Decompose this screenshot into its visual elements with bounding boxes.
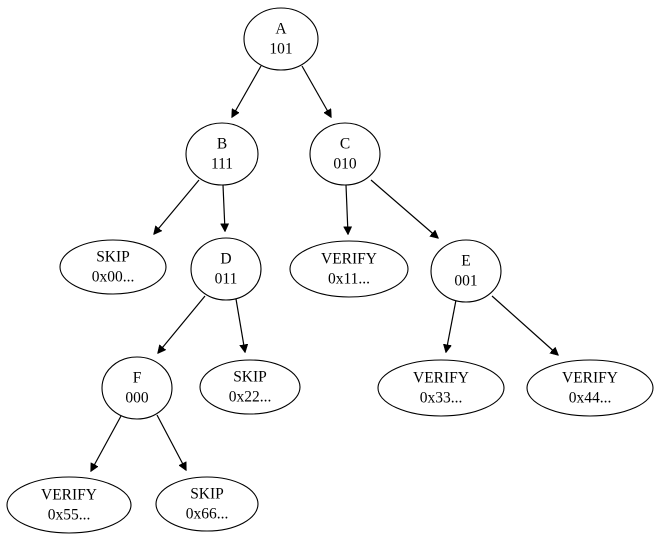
edge-a-to-c <box>301 65 331 117</box>
node-shape-ellipse <box>6 476 132 534</box>
node-label-primary: VERIFY <box>413 370 469 387</box>
edge-line <box>491 295 558 355</box>
node-label-primary: C <box>340 136 350 153</box>
node-label-primary: VERIFY <box>321 251 377 268</box>
edge-d-to-f <box>158 295 206 353</box>
edge-line <box>301 65 331 117</box>
node-label-primary: SKIP <box>233 369 267 386</box>
edge-d-to-skip22 <box>235 298 245 352</box>
node-shape-ellipse <box>59 239 167 295</box>
node-ver55[interactable]: VERIFY 0x55... <box>6 476 132 534</box>
edge-line <box>235 298 245 352</box>
node-shape-ellipse <box>289 240 409 298</box>
node-shape-circle <box>185 122 259 186</box>
node-shape-circle <box>309 122 381 186</box>
node-a[interactable]: A 101 <box>243 7 319 71</box>
node-label-primary: VERIFY <box>562 370 618 387</box>
node-shape-ellipse <box>377 359 505 417</box>
node-c[interactable]: C 010 <box>309 122 381 186</box>
edge-line <box>346 184 348 234</box>
edge-line <box>223 184 225 231</box>
edge-f-to-skip66 <box>156 414 186 470</box>
node-b[interactable]: B 111 <box>185 122 259 186</box>
node-f[interactable]: F 000 <box>101 356 173 420</box>
node-label-secondary: 0x11... <box>328 271 370 288</box>
node-label-secondary: 011 <box>215 271 238 288</box>
node-ver11[interactable]: VERIFY 0x11... <box>289 240 409 298</box>
node-label-secondary: 111 <box>211 156 233 173</box>
node-shape-circle <box>243 7 319 71</box>
node-skip66[interactable]: SKIP 0x66... <box>155 476 259 532</box>
edge-a-to-b <box>232 65 262 117</box>
node-skip22[interactable]: SKIP 0x22... <box>199 359 301 415</box>
edge-e-to-ver33 <box>446 299 457 352</box>
node-label-primary: F <box>133 370 142 387</box>
node-label-secondary: 000 <box>125 390 149 407</box>
edge-c-to-ver11 <box>346 184 348 234</box>
node-skip00[interactable]: SKIP 0x00... <box>59 239 167 295</box>
edge-e-to-ver44 <box>491 295 558 355</box>
node-label-primary: VERIFY <box>41 487 97 504</box>
node-label-secondary: 0x22... <box>229 389 272 406</box>
node-shape-ellipse <box>526 359 654 417</box>
node-label-primary: B <box>217 136 227 153</box>
node-label-secondary: 0x33... <box>420 390 463 407</box>
edge-line <box>154 179 200 234</box>
node-shape-ellipse <box>199 359 301 415</box>
node-label-primary: A <box>275 21 287 38</box>
node-ver44[interactable]: VERIFY 0x44... <box>526 359 654 417</box>
edge-c-to-e <box>370 179 438 238</box>
node-label-primary: E <box>461 253 470 270</box>
node-label-secondary: 0x00... <box>92 269 135 286</box>
node-label-primary: SKIP <box>96 249 130 266</box>
node-shape-circle <box>430 239 502 303</box>
node-ver33[interactable]: VERIFY 0x33... <box>377 359 505 417</box>
edge-line <box>446 299 457 352</box>
node-shape-circle <box>190 237 262 301</box>
node-e[interactable]: E 001 <box>430 239 502 303</box>
nodes-layer: A101B111C010SKIP0x00...D011VERIFY0x11...… <box>6 7 654 534</box>
edge-line <box>158 295 206 353</box>
edge-line <box>370 179 438 238</box>
node-label-secondary: 0x44... <box>569 390 612 407</box>
node-label-secondary: 0x66... <box>186 506 229 523</box>
edges-layer <box>91 65 558 471</box>
node-label-primary: D <box>220 251 231 268</box>
node-shape-ellipse <box>155 476 259 532</box>
node-label-secondary: 010 <box>333 156 357 173</box>
node-label-primary: SKIP <box>190 486 224 503</box>
edge-b-to-skip00 <box>154 179 200 234</box>
edge-b-to-d <box>223 184 225 231</box>
node-label-secondary: 001 <box>454 273 477 290</box>
node-d[interactable]: D 011 <box>190 237 262 301</box>
edge-line <box>91 415 122 471</box>
edge-line <box>156 414 186 470</box>
edge-line <box>232 65 262 117</box>
node-label-secondary: 0x55... <box>48 507 91 524</box>
node-shape-circle <box>101 356 173 420</box>
node-label-secondary: 101 <box>269 41 292 58</box>
edge-f-to-ver55 <box>91 415 122 471</box>
